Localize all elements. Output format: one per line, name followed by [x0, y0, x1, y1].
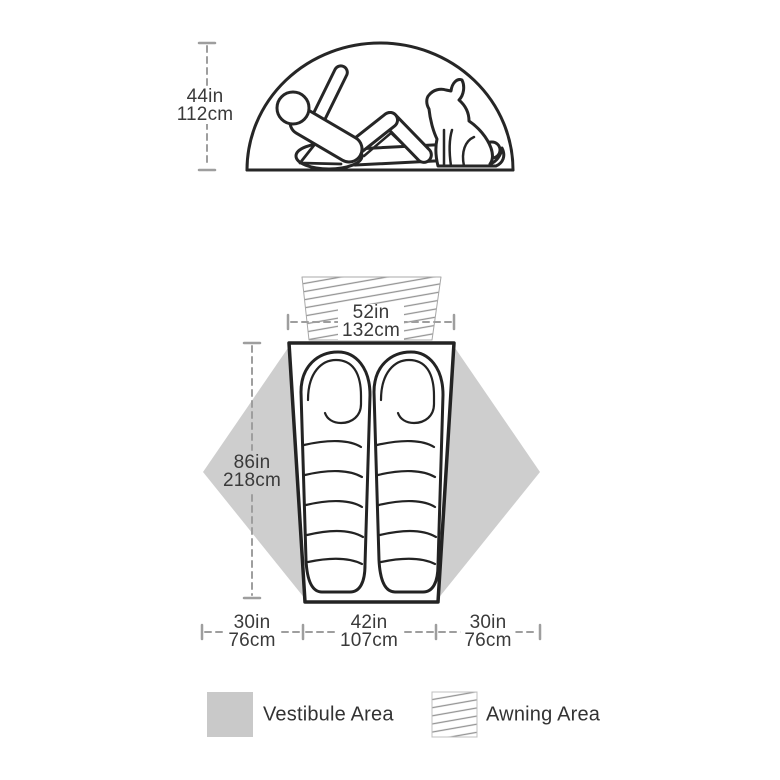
- top-width-label: 52in 132cm: [337, 302, 405, 341]
- length-in: 86in: [233, 452, 271, 473]
- awning-legend-label: Awning Area: [486, 703, 601, 726]
- tent-profile-view: [197, 41, 515, 172]
- profile-height-cm: 112cm: [176, 104, 234, 125]
- bottom-left-in: 30in: [233, 612, 271, 633]
- bottom-right-width-label: 30in 76cm: [460, 612, 516, 651]
- bottom-left-cm: 76cm: [228, 630, 276, 651]
- bottom-right-in: 30in: [469, 612, 507, 633]
- sleeping-bag-right: [372, 350, 445, 594]
- vestibule-legend-label: Vestibule Area: [263, 703, 394, 726]
- bottom-center-width-label: 42in 107cm: [335, 612, 403, 651]
- length-dimension-line: [242, 341, 262, 600]
- vestibule-area-left: [203, 345, 306, 600]
- length-label: 86in 218cm: [222, 452, 282, 491]
- vestibule-swatch: [207, 692, 253, 737]
- bottom-right-cm: 76cm: [464, 630, 512, 651]
- bottom-center-in: 42in: [350, 612, 388, 633]
- tent-floorplan-view: [200, 276, 542, 641]
- bottom-center-cm: 107cm: [339, 630, 399, 651]
- top-width-cm: 132cm: [341, 320, 401, 341]
- dog-icon: [425, 78, 506, 168]
- profile-height-in: 44in: [186, 86, 224, 107]
- sleeping-bag-left: [299, 350, 372, 594]
- length-cm: 218cm: [222, 470, 282, 491]
- awning-swatch: [431, 691, 478, 738]
- vestibule-area-right: [437, 345, 540, 600]
- bottom-left-width-label: 30in 76cm: [224, 612, 280, 651]
- tent-profile-outline: [245, 41, 515, 172]
- top-width-in: 52in: [352, 302, 390, 323]
- person-icon: [275, 64, 502, 171]
- profile-height-label: 44in 112cm: [172, 86, 238, 125]
